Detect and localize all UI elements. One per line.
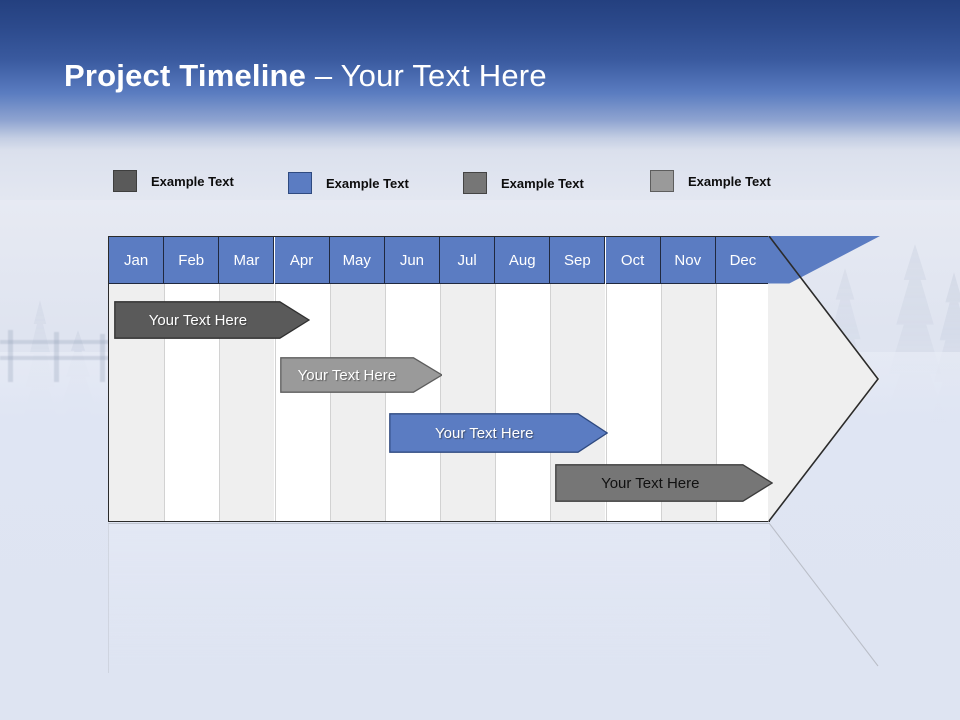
column-divider — [605, 284, 607, 521]
chart-arrow-head-outline — [768, 236, 880, 522]
page-title: Project Timeline – Your Text Here — [64, 58, 547, 94]
legend-item: Example Text — [288, 172, 409, 194]
month-header-jul[interactable]: Jul — [440, 237, 496, 284]
page-title-light: Your Text Here — [340, 58, 547, 93]
legend-item: Example Text — [650, 170, 771, 192]
chart-reflection-outline — [768, 522, 879, 667]
task-bar-arrow-shape — [114, 301, 310, 339]
task-bar-arrow-shape — [388, 413, 608, 453]
legend-label: Example Text — [688, 173, 771, 189]
month-column-jul: Jul — [440, 237, 496, 521]
fence-rail — [54, 332, 59, 382]
month-header-apr[interactable]: Apr — [274, 237, 330, 284]
chart-reflection — [108, 522, 880, 673]
fence-rail — [8, 330, 13, 382]
task-bar-label: Your Text Here — [435, 424, 534, 442]
legend-item: Example Text — [463, 172, 584, 194]
column-divider — [219, 284, 221, 521]
column-divider — [550, 284, 552, 521]
legend-swatch — [113, 170, 137, 192]
task-bar-arrow-shape — [555, 464, 774, 502]
task-bar[interactable]: Your Text Here — [279, 357, 443, 393]
month-header-dec[interactable]: Dec — [715, 237, 769, 284]
fence-rail — [0, 340, 128, 344]
legend-label: Example Text — [326, 175, 409, 191]
task-bar-arrow-shape — [279, 357, 443, 393]
month-header-sep[interactable]: Sep — [550, 237, 606, 284]
page-title-separator: – — [306, 58, 341, 93]
column-divider — [715, 284, 717, 521]
month-header-may[interactable]: May — [329, 237, 385, 284]
month-header-oct[interactable]: Oct — [605, 237, 661, 284]
task-bar-label: Your Text Here — [148, 311, 248, 329]
month-header-jan[interactable]: Jan — [109, 237, 165, 284]
chart-reflection-point — [768, 522, 880, 673]
task-bar-label: Your Text Here — [601, 474, 700, 492]
column-divider — [384, 284, 386, 521]
column-divider — [329, 284, 331, 521]
legend-label: Example Text — [501, 175, 584, 191]
column-divider — [440, 284, 441, 521]
month-header-feb[interactable]: Feb — [164, 237, 220, 284]
legend-swatch — [288, 172, 312, 194]
legend-item: Example Text — [113, 170, 234, 192]
month-header-aug[interactable]: Aug — [495, 237, 551, 284]
task-bar-label: Your Text Here — [297, 366, 397, 384]
legend-label: Example Text — [151, 173, 234, 189]
month-header-nov[interactable]: Nov — [660, 237, 716, 284]
month-column-aug: Aug — [495, 237, 551, 521]
month-column-jan: Jan — [109, 237, 165, 521]
fence-rail — [0, 356, 128, 360]
column-divider — [660, 284, 662, 521]
title-banner — [0, 0, 960, 150]
month-column-mar: Mar — [219, 237, 275, 521]
legend-swatch — [650, 170, 674, 192]
task-bar[interactable]: Your Text Here — [388, 413, 608, 453]
month-column-feb: Feb — [164, 237, 220, 521]
column-divider — [274, 284, 276, 521]
column-divider — [164, 284, 166, 521]
month-column-dec: Dec — [715, 237, 769, 521]
chart-reflection-body — [108, 523, 770, 673]
task-bar[interactable]: Your Text Here — [114, 301, 310, 339]
page-title-strong: Project Timeline — [64, 58, 307, 93]
chart-arrow-head — [768, 236, 880, 522]
legend-swatch — [463, 172, 487, 194]
month-header-mar[interactable]: Mar — [219, 237, 275, 284]
column-divider — [495, 284, 497, 521]
fence-rail — [100, 334, 105, 382]
task-bar[interactable]: Your Text Here — [555, 464, 774, 502]
month-header-jun[interactable]: Jun — [384, 237, 440, 284]
